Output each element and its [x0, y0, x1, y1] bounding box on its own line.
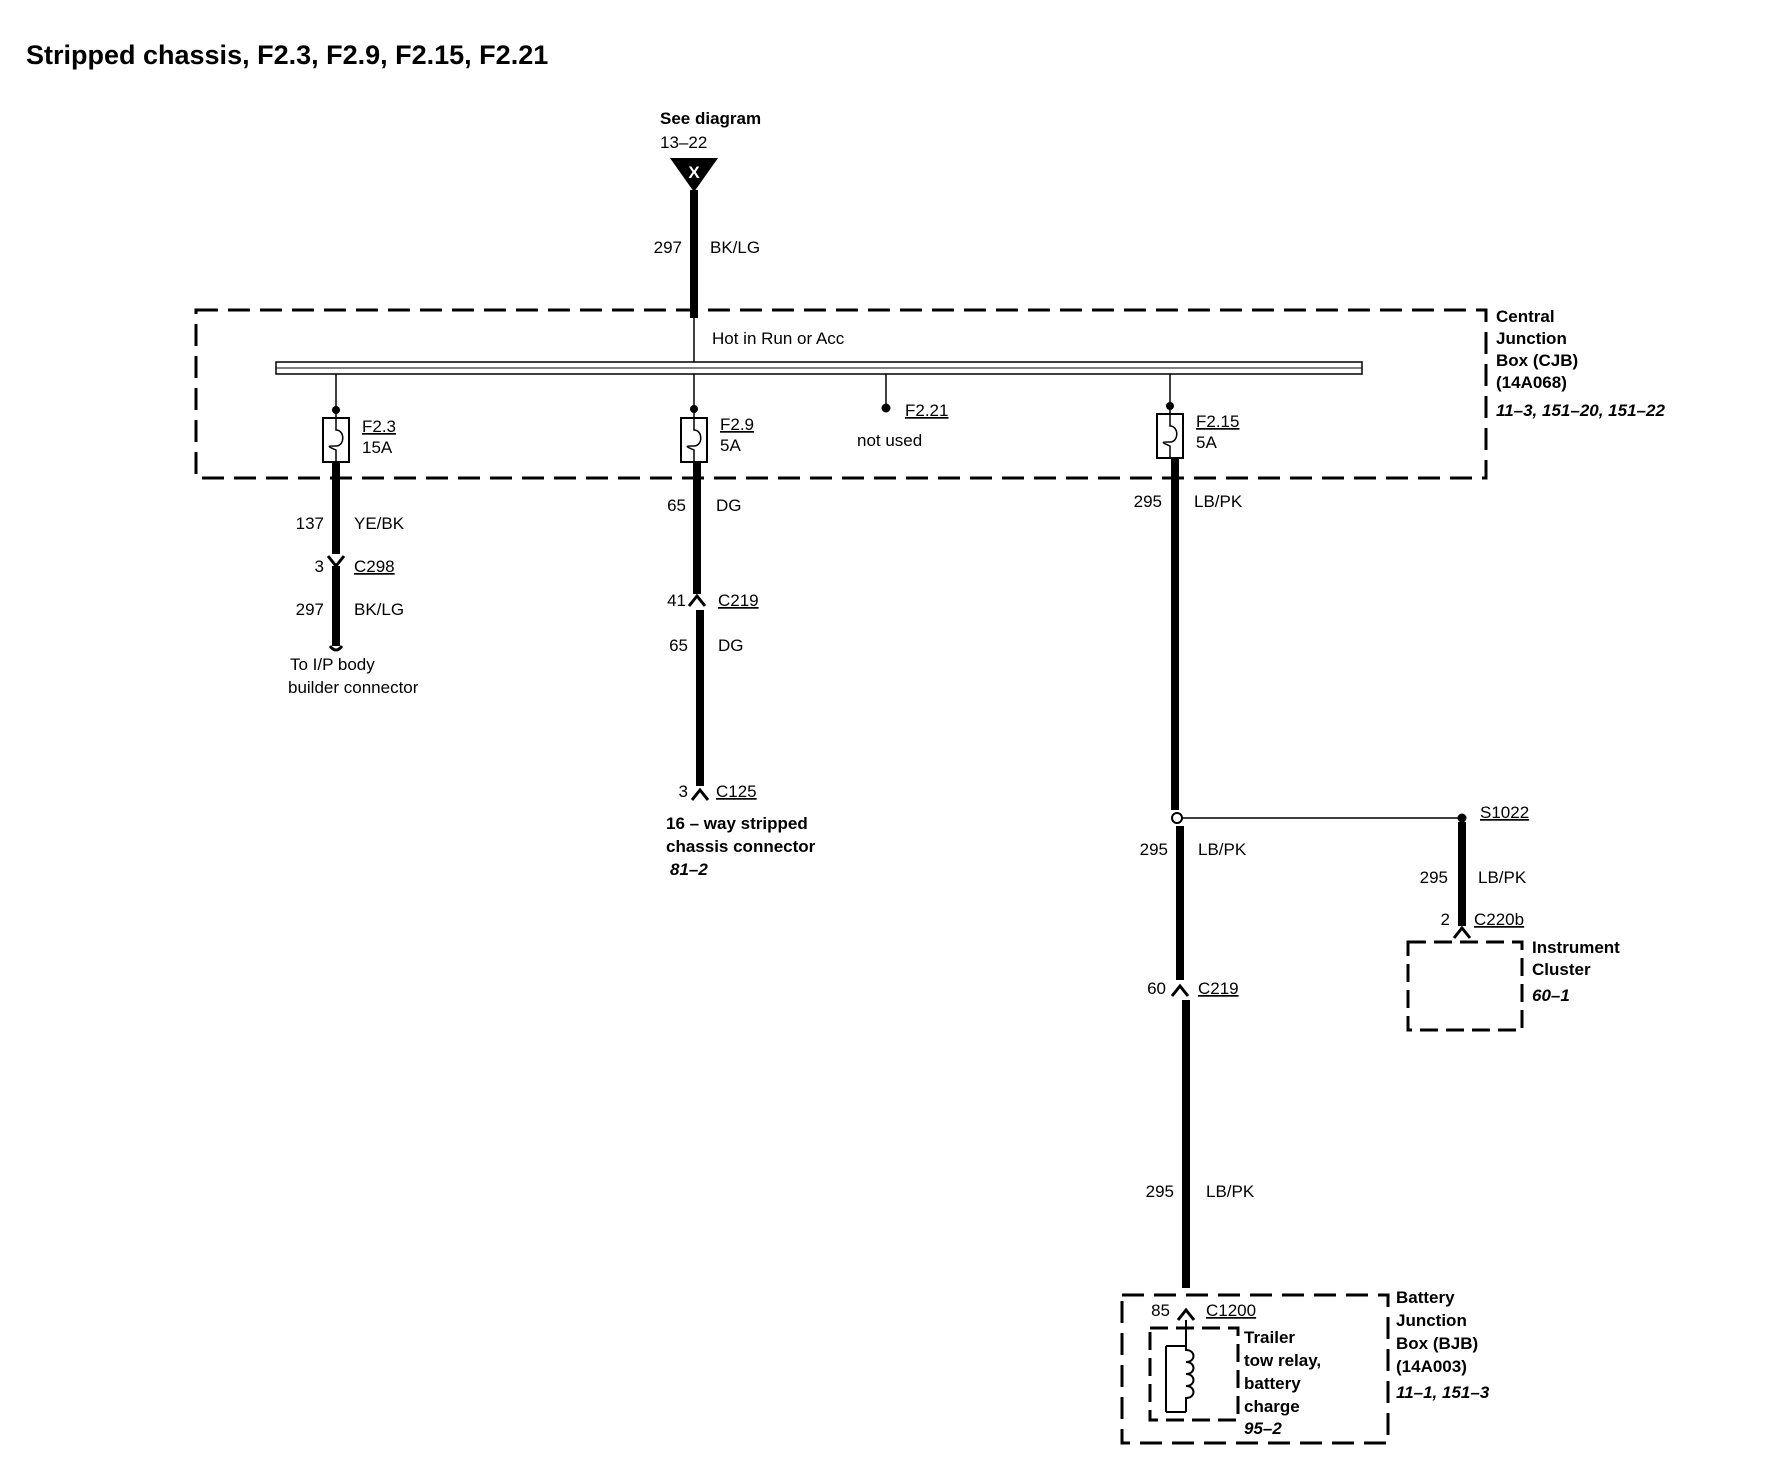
- branch-f29-conn1-pin: 41: [667, 591, 686, 610]
- cluster-conn-name: C220b: [1474, 910, 1524, 929]
- branch-f23-w2-color: BK/LG: [354, 600, 404, 619]
- cluster-name-1: Instrument: [1532, 938, 1620, 957]
- fuse-f23-node: [332, 406, 340, 414]
- cjb-ref: 11–3, 151–20, 151–22: [1496, 401, 1665, 420]
- cluster-connector-icon: [1452, 925, 1472, 939]
- bjb-name-4: (14A003): [1396, 1357, 1467, 1376]
- bjb-ref: 11–1, 151–3: [1396, 1383, 1490, 1402]
- branch-f215-conn2-pin: 85: [1151, 1301, 1170, 1320]
- branch-f215-conn2-name: C1200: [1206, 1301, 1256, 1320]
- branch-f29-w1-circuit: 65: [667, 496, 686, 515]
- bjb-name-1: Battery: [1396, 1288, 1455, 1307]
- fuse-f23-icon: [328, 418, 344, 462]
- top-wire-circuit: 297: [654, 238, 682, 257]
- branch-f215-w3-circuit: 295: [1146, 1182, 1174, 1201]
- relay-name-2: tow relay,: [1244, 1351, 1321, 1370]
- branch-f215-conn1-icon: [1170, 983, 1190, 997]
- fuse-f221-id: F2.21: [905, 401, 948, 420]
- relay-name-1: Trailer: [1244, 1328, 1295, 1347]
- bjb-box: [1120, 1293, 1390, 1445]
- branch-f215-conn2-icon: [1176, 1307, 1196, 1321]
- source-ref: 13–22: [660, 133, 707, 152]
- cjb-name-1: Central: [1496, 307, 1555, 326]
- branch-f23-end-icon: [328, 645, 344, 652]
- branch-f29-w2-circuit: 65: [669, 636, 688, 655]
- branch-f23-conn-name: C298: [354, 557, 395, 576]
- branch-f29-dest-2: chassis connector: [666, 837, 816, 856]
- fuse-f215-node: [1166, 402, 1174, 410]
- branch-f29-conn2-pin: 3: [679, 782, 688, 801]
- splice-s1022-node-right: [1457, 813, 1467, 823]
- branch-f23-connector-icon: [326, 555, 346, 569]
- branch-f215-w2-circuit: 295: [1140, 840, 1168, 859]
- branch-f215-conn1-pin: 60: [1147, 979, 1166, 998]
- branch-f215-w1-color: LB/PK: [1194, 492, 1243, 511]
- cluster-wire-circuit: 295: [1420, 868, 1448, 887]
- branch-f215-w1-circuit: 295: [1134, 492, 1162, 511]
- branch-f215-w3-color: LB/PK: [1206, 1182, 1255, 1201]
- splice-s1022-label: S1022: [1480, 803, 1529, 822]
- cjb-name-4: (14A068): [1496, 373, 1567, 392]
- cluster-ref: 60–1: [1532, 986, 1570, 1005]
- branch-f23-w1-color: YE/BK: [354, 514, 405, 533]
- relay-name-3: battery: [1244, 1374, 1301, 1393]
- branch-f23-dest-2: builder connector: [288, 678, 419, 697]
- fuse-f29-rating: 5A: [720, 436, 741, 455]
- cluster-box: [1406, 940, 1524, 1032]
- cluster-conn-pin: 2: [1441, 910, 1450, 929]
- relay-ref: 95–2: [1244, 1419, 1282, 1438]
- fuse-f215-icon: [1162, 414, 1178, 458]
- branch-f29-dest-1: 16 – way stripped: [666, 814, 808, 833]
- cluster-name-2: Cluster: [1532, 960, 1591, 979]
- top-wire-color: BK/LG: [710, 238, 760, 257]
- fuse-f29-node: [690, 405, 698, 413]
- branch-f29-conn1-name: C219: [718, 591, 759, 610]
- branch-f29-conn2-icon: [690, 787, 710, 801]
- branch-f23-dest-1: To I/P body: [290, 655, 375, 674]
- branch-f29-w2-color: DG: [718, 636, 744, 655]
- cluster-wire-color: LB/PK: [1478, 868, 1527, 887]
- source-label: See diagram: [660, 109, 761, 128]
- fuse-f215-id: F2.15: [1196, 412, 1239, 431]
- branch-f29-dest-ref: 81–2: [670, 860, 708, 879]
- relay-box: [1148, 1326, 1240, 1422]
- branch-f29-conn2-name: C125: [716, 782, 757, 801]
- source-symbol: X: [688, 163, 700, 182]
- relay-coil-icon: [1185, 1342, 1195, 1412]
- splice-s1022-node-left: [1171, 812, 1183, 824]
- cjb-bus-label: Hot in Run or Acc: [712, 329, 845, 348]
- branch-f215-w2-color: LB/PK: [1198, 840, 1247, 859]
- branch-f29-w1-color: DG: [716, 496, 742, 515]
- fuse-f29-icon: [686, 418, 702, 462]
- bjb-name-2: Junction: [1396, 1311, 1467, 1330]
- branch-f29-conn1-icon: [687, 593, 707, 607]
- fuse-f23-rating: 15A: [362, 438, 393, 457]
- branch-f23-w1-circuit: 137: [296, 514, 324, 533]
- cjb-name-3: Box (CJB): [1496, 351, 1578, 370]
- source-triangle-icon: [670, 158, 718, 192]
- fuse-f29-id: F2.9: [720, 415, 754, 434]
- diagram-title: Stripped chassis, F2.3, F2.9, F2.15, F2.…: [26, 40, 548, 70]
- fuse-f23-id: F2.3: [362, 417, 396, 436]
- fuse-f221-note: not used: [857, 431, 922, 450]
- relay-name-4: charge: [1244, 1397, 1300, 1416]
- fuse-f221-node: [881, 403, 891, 413]
- branch-f23-conn-pin: 3: [315, 557, 324, 576]
- branch-f23-w2-circuit: 297: [296, 600, 324, 619]
- cjb-box: [194, 308, 1488, 480]
- fuse-f215-rating: 5A: [1196, 433, 1217, 452]
- cjb-name-2: Junction: [1496, 329, 1567, 348]
- bjb-name-3: Box (BJB): [1396, 1334, 1478, 1353]
- branch-f215-conn1-name: C219: [1198, 979, 1239, 998]
